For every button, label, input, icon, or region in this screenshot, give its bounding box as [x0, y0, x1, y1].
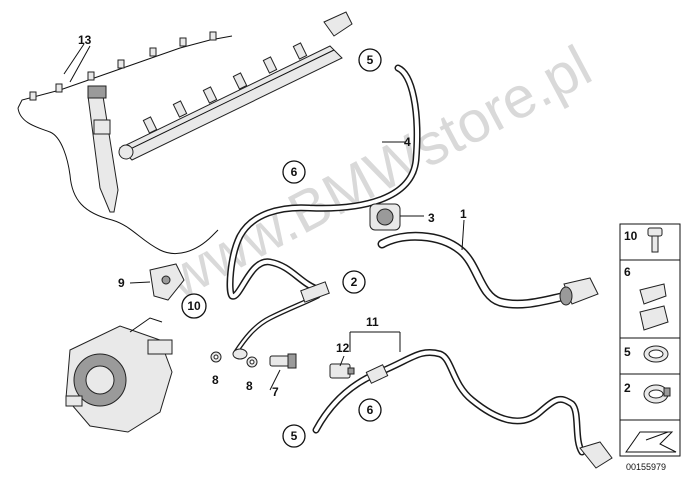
svg-text:10: 10	[187, 299, 201, 313]
hose-11	[312, 348, 613, 469]
direction-arrow-icon	[625, 431, 677, 453]
callout-6-bottom: 6	[358, 398, 382, 422]
high-pressure-pump	[65, 317, 173, 433]
svg-text:2: 2	[624, 381, 631, 395]
bracket-9	[149, 263, 185, 301]
legend-item-6: 6	[624, 265, 669, 331]
injector-wiring-harness	[17, 31, 233, 254]
clip-icon	[639, 283, 669, 331]
legend-item-10: 10	[624, 227, 663, 253]
svg-text:6: 6	[367, 403, 374, 417]
harness-connector-plugs	[29, 31, 217, 101]
legend-item-5: 5	[624, 345, 669, 363]
svg-text:5: 5	[367, 53, 374, 67]
watermark-text: www.BMWstore.pl	[155, 33, 602, 312]
svg-text:12: 12	[336, 341, 350, 355]
screw-icon	[647, 227, 663, 253]
svg-text:9: 9	[118, 276, 125, 290]
svg-text:4: 4	[404, 135, 411, 149]
parts-legend: 10 6 5 2	[619, 223, 681, 457]
fuel-rail	[118, 11, 353, 161]
hose-1	[377, 231, 599, 309]
callout-5-top: 5	[358, 48, 382, 72]
document-number: 00155979	[626, 462, 666, 472]
callout-4: 4	[404, 135, 411, 149]
svg-text:1: 1	[460, 207, 467, 221]
callout-1: 1	[460, 207, 467, 221]
callout-11: 11	[366, 315, 379, 329]
callout-9: 9	[118, 276, 125, 290]
hose-clamp-icon	[643, 384, 671, 404]
svg-text:6: 6	[291, 165, 298, 179]
callout-13: 13	[78, 33, 92, 47]
banjo-bolt-7	[269, 353, 297, 369]
svg-text:5: 5	[624, 345, 631, 359]
hose-clamp-icon	[643, 345, 669, 363]
callout-8-right: 8	[246, 379, 253, 393]
metal-fuel-line	[232, 281, 330, 360]
callout-8-left: 8	[212, 373, 219, 387]
svg-text:3: 3	[428, 211, 435, 225]
leader-lines	[69, 45, 465, 391]
svg-text:5: 5	[291, 429, 298, 443]
sensor-12	[329, 363, 355, 379]
svg-text:7: 7	[272, 385, 279, 399]
callout-10-diagram: 10	[181, 293, 207, 319]
callout-6-top: 6	[282, 160, 306, 184]
fuel-injector	[87, 85, 119, 213]
svg-text:8: 8	[212, 373, 219, 387]
callout-7: 7	[272, 385, 279, 399]
svg-text:11: 11	[366, 315, 379, 329]
svg-text:6: 6	[624, 265, 631, 279]
callout-12: 12	[336, 341, 350, 355]
sealing-washer-8b	[246, 356, 258, 368]
grommet-3	[369, 203, 401, 231]
callout-3: 3	[428, 211, 435, 225]
callout-5-bottom: 5	[282, 424, 306, 448]
legend-item-2: 2	[624, 381, 671, 404]
svg-text:2: 2	[351, 275, 358, 289]
callout-2: 2	[342, 270, 366, 294]
hose-4	[226, 64, 421, 300]
svg-text:8: 8	[246, 379, 253, 393]
sealing-washer-8a	[210, 351, 222, 363]
svg-text:10: 10	[624, 229, 638, 243]
svg-text:13: 13	[78, 33, 92, 47]
